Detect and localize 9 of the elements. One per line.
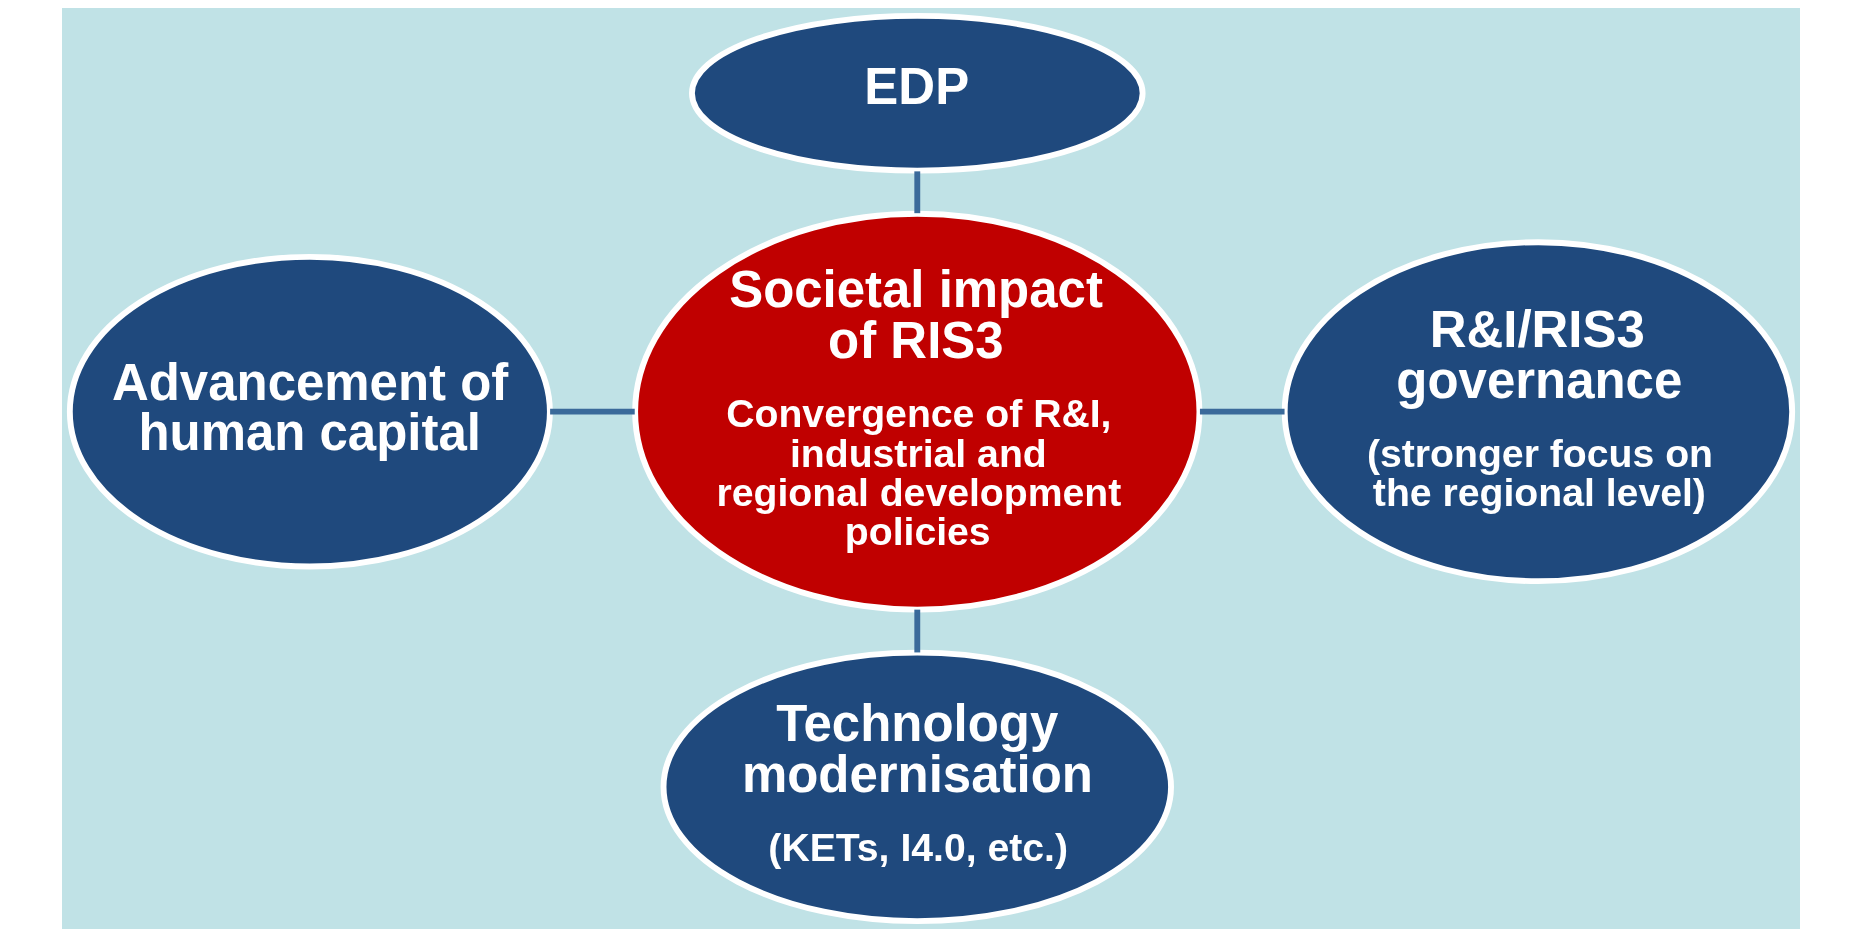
- node-ellipse: R&I/RIS3 governance (stronger focus on the regional level): [1281, 239, 1796, 585]
- connector: [914, 171, 921, 214]
- node-ellipse: Societal impact of RIS3 Convergence of R&I, industrial and regional development policies: [632, 210, 1203, 613]
- connector: [914, 609, 921, 653]
- node-ellipse: Technology modernisation (KETs, I4.0, etc.): [660, 649, 1174, 925]
- node-ellipse: Advancement of human capital: [66, 253, 553, 570]
- connector: [550, 408, 635, 415]
- connector: [1199, 408, 1285, 415]
- node-ellipse: EDP: [689, 12, 1146, 174]
